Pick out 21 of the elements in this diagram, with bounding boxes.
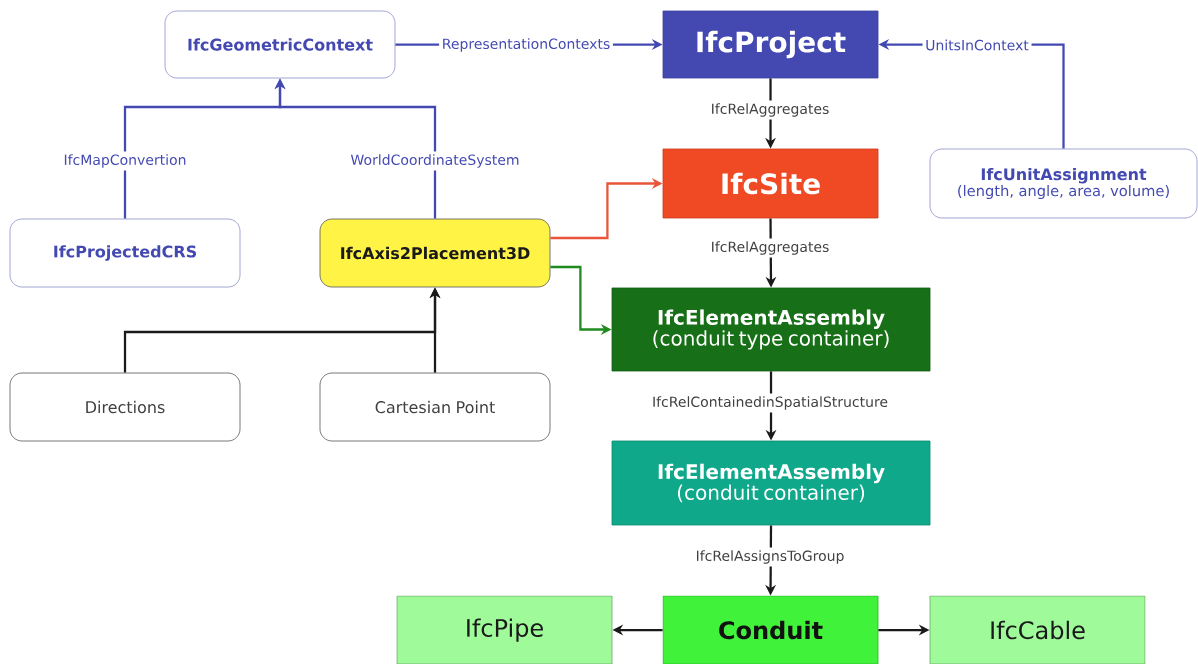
entity-box: IfcElementAssembly (conduit container) bbox=[611, 440, 931, 526]
entity-box: IfcElementAssembly (conduit type container) bbox=[611, 287, 931, 372]
edge-label: IfcRelContainedinSpatialStructure bbox=[649, 393, 891, 413]
class-box: IfcGeometricContext bbox=[164, 10, 396, 79]
entity-box: IfcProject bbox=[662, 10, 879, 79]
class-box: Cartesian Point bbox=[319, 372, 551, 442]
edge-label: IfcRelAggregates bbox=[708, 100, 832, 120]
class-box: IfcAxis2Placement3D bbox=[319, 218, 551, 288]
edge-label: IfcRelAggregates bbox=[708, 238, 832, 258]
edge-label: UnitsInContext bbox=[922, 36, 1032, 54]
class-box: IfcUnitAssignment (length, angle, area, volume) bbox=[929, 148, 1198, 219]
edge-label: IfcRelAssignsToGroup bbox=[692, 547, 848, 567]
entity-box: IfcSite bbox=[662, 148, 879, 219]
edge-label: RepresentationContexts bbox=[439, 35, 613, 55]
entity-box: Conduit bbox=[662, 595, 879, 664]
edge-label: WorldCoordinateSystem bbox=[347, 151, 523, 171]
entity-box: IfcPipe bbox=[396, 595, 613, 664]
class-box: Directions bbox=[9, 372, 241, 442]
edge-label: IfcMapConvertion bbox=[60, 151, 190, 171]
entity-box: IfcCable bbox=[929, 595, 1146, 664]
class-box: IfcProjectedCRS bbox=[9, 218, 241, 288]
